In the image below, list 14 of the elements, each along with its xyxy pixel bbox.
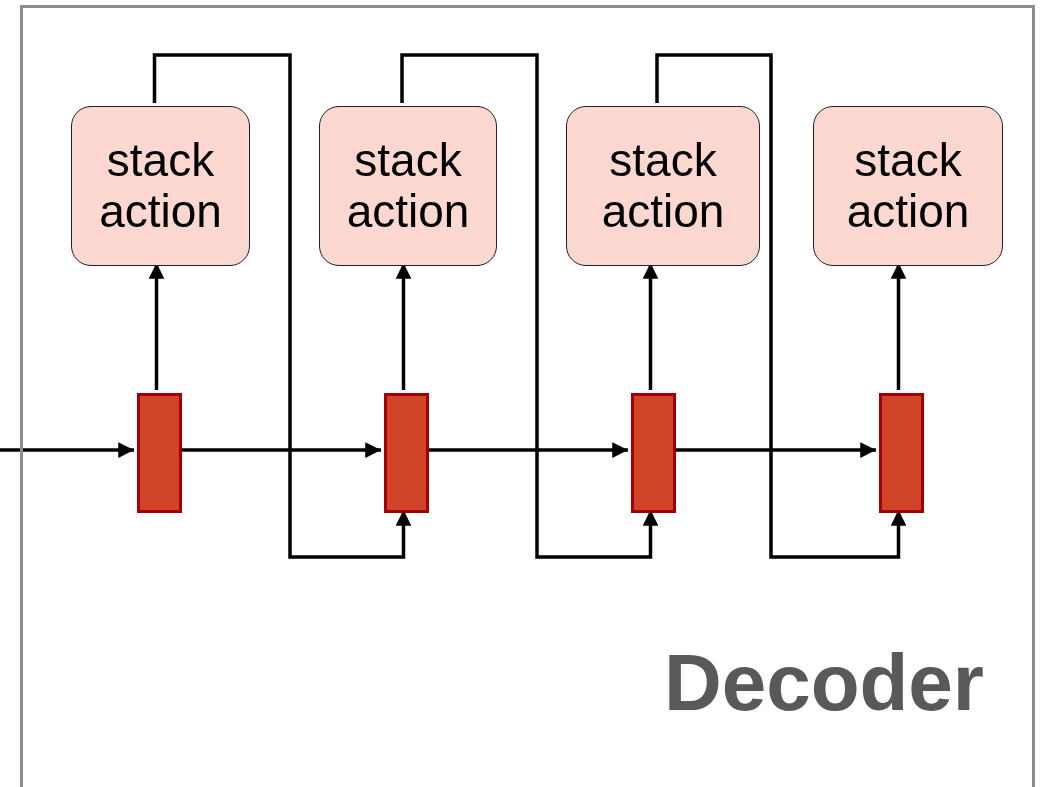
layer-bar [631, 393, 676, 513]
process-box: stack action [319, 106, 497, 266]
process-box: stack action [71, 106, 250, 266]
process-box: stack action [566, 106, 760, 266]
layer-bar [384, 393, 429, 513]
process-box: stack action [813, 106, 1003, 266]
arrow [0, 442, 134, 458]
arrow [152, 53, 412, 559]
arrow [400, 53, 659, 559]
layer-bar [137, 393, 182, 513]
frame-title: Decoder [663, 643, 984, 723]
layer-bar [879, 393, 924, 513]
decoder-frame [20, 5, 1035, 787]
arrow [655, 53, 907, 559]
